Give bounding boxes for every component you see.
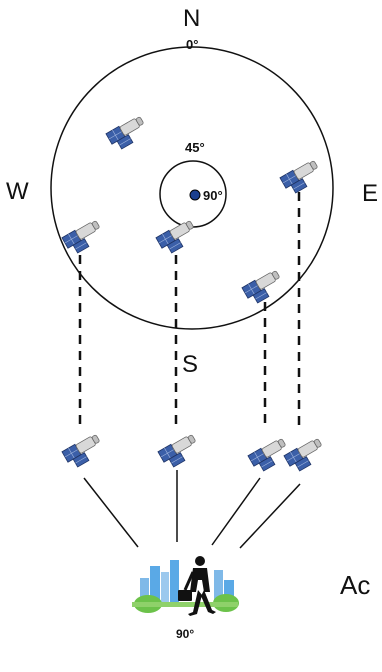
satellite-icon [241,268,286,307]
satellite-icon [155,218,200,257]
signal-line [211,477,261,546]
city-skyline-icon [132,560,239,613]
signal-line [239,483,301,549]
observer-elevation-label: 90° [176,627,195,641]
south-label: S [182,351,199,378]
east-label: E [362,180,379,207]
satellite-icon [105,114,150,153]
west-label: W [6,178,29,205]
inner-ring-degree-label: 45° [185,140,205,155]
satellite-icon [157,432,202,471]
satellite-icon [61,218,106,257]
walking-businessman-icon [178,556,216,616]
zenith-dot-icon [189,189,201,201]
zenith-degree-label: 90° [203,188,223,203]
signal-line [83,477,139,548]
cut-off-text: Ac [340,570,371,600]
satellite-icon [61,432,106,471]
satellite-icon [279,158,324,197]
satellite-icon [283,436,328,475]
north-label: N [183,5,201,32]
outer-horizon-circle [50,46,334,330]
north-degree-label: 0° [186,37,199,52]
